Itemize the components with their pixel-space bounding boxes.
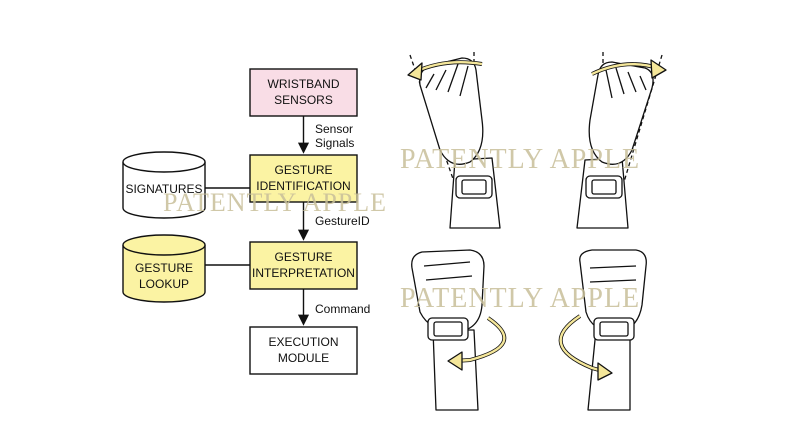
watermark-left: PATENTLY APPLE <box>163 188 387 217</box>
hand-tilt-right-icon <box>576 52 667 229</box>
watermark-right-bottom: PATENTLY APPLE <box>400 283 640 314</box>
flowchart: WRISTBAND SENSORS Sensor Signals GESTURE… <box>122 68 370 375</box>
edge-label-command: Command <box>315 302 370 316</box>
edge-label-gesture-id: GestureID <box>315 214 370 228</box>
watermark-right-top: PATENTLY APPLE <box>400 144 640 175</box>
gesture-lookup-database-icon: GESTURE LOOKUP <box>122 234 206 303</box>
fist-rotate-counterclockwise-icon <box>411 249 507 411</box>
wristband-sensors-label-1: WRISTBAND <box>268 77 340 91</box>
fist-rotate-clockwise-icon <box>558 249 647 411</box>
wristband-sensors-label-2: SENSORS <box>274 93 333 107</box>
edge-label-sensor: Sensor <box>315 122 353 136</box>
gesture-interpretation-label-1: GESTURE <box>274 250 332 264</box>
signatures-database-icon: SIGNATURES <box>122 151 206 219</box>
gesture-interpretation-label-2: INTERPRETATION <box>252 266 355 280</box>
execution-module-label-2: MODULE <box>278 351 329 365</box>
gesture-lookup-label-2: LOOKUP <box>139 277 189 291</box>
execution-module-label-1: EXECUTION <box>268 335 338 349</box>
gesture-identification-box: GESTURE IDENTIFICATION <box>249 154 358 203</box>
gesture-identification-label-1: GESTURE <box>274 163 332 177</box>
edge-label-signals: Signals <box>315 136 354 150</box>
gesture-lookup-label-1: GESTURE <box>135 261 193 275</box>
gesture-interpretation-box: GESTURE INTERPRETATION <box>249 241 358 290</box>
execution-module-box: EXECUTION MODULE <box>249 326 358 375</box>
gesture-identification-label-2: IDENTIFICATION <box>256 179 350 193</box>
wristband-sensors-box: WRISTBAND SENSORS <box>249 68 358 117</box>
signatures-label: SIGNATURES <box>125 182 202 196</box>
hand-tilt-left-icon <box>407 52 501 229</box>
